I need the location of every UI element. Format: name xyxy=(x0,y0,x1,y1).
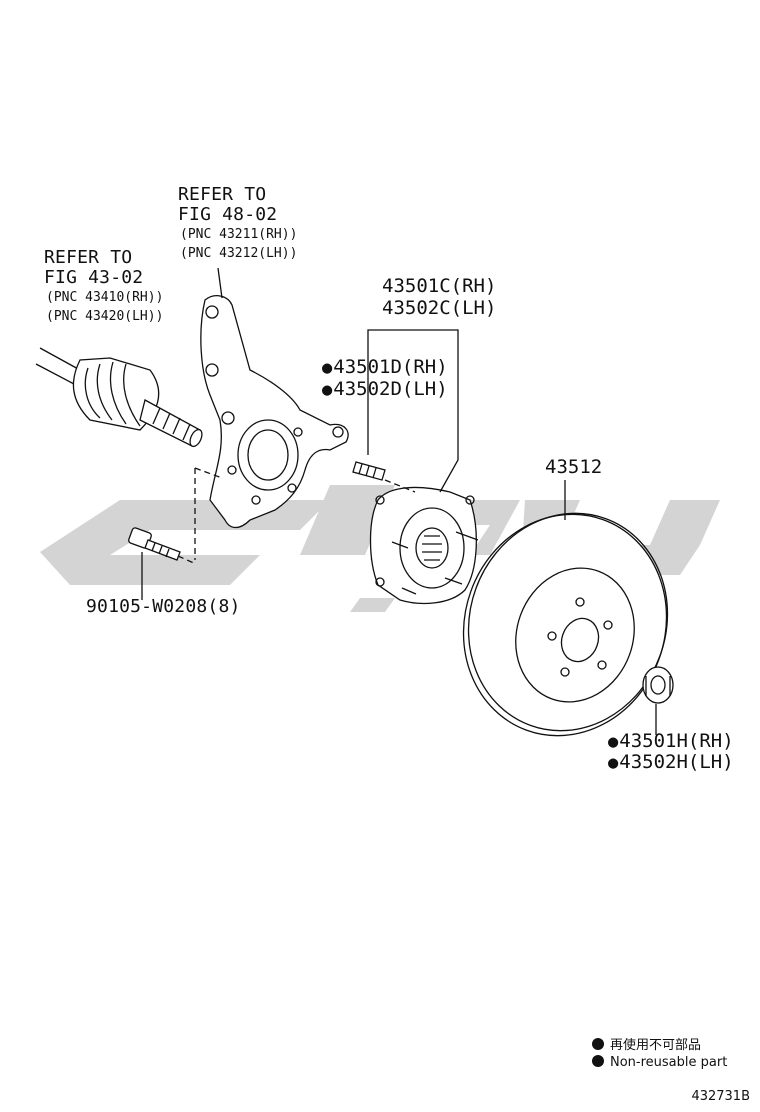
axle-hub xyxy=(369,486,479,605)
refer-knuckle-pnc-lh: (PNC 43212(LH)) xyxy=(180,246,298,261)
part-nut-rh: 43501H(RH) xyxy=(608,732,733,751)
part-bolt-rh: 43501D(RH) xyxy=(322,358,447,377)
part-knuckle-bolt: 90105-W0208(8) xyxy=(86,596,241,617)
legend-en-text: Non-reusable part xyxy=(610,1055,728,1070)
refer-driveshaft-pnc-rh: (PNC 43410(RH)) xyxy=(46,290,164,305)
legend-jp: 再使用不可部品 xyxy=(592,1034,701,1053)
bullet-icon xyxy=(592,1055,604,1067)
leader-lines xyxy=(141,267,657,735)
refer-driveshaft-line2: FIG 43-02 xyxy=(44,267,144,288)
hub-bolt xyxy=(352,461,386,481)
refer-knuckle-line1: REFER TO xyxy=(178,184,267,205)
line-art xyxy=(35,267,674,737)
part-disc: 43512 xyxy=(545,456,603,478)
refer-driveshaft-pnc-lh: (PNC 43420(LH)) xyxy=(46,309,164,324)
bullet-icon xyxy=(592,1038,604,1050)
guide-dashes xyxy=(177,467,416,565)
refer-knuckle-pnc-rh: (PNC 43211(RH)) xyxy=(180,227,298,242)
drive-shaft xyxy=(35,347,203,448)
knuckle-bolt xyxy=(128,527,181,561)
refer-knuckle-line2: FIG 48-02 xyxy=(178,204,278,225)
part-hub-rh: 43501C(RH) xyxy=(382,275,497,297)
steering-knuckle xyxy=(200,295,349,529)
figure-code: 432731B xyxy=(691,1089,750,1104)
disc-rotor xyxy=(462,512,669,737)
part-nut-lh: 43502H(LH) xyxy=(608,753,733,772)
part-bolt-lh: 43502D(LH) xyxy=(322,380,447,399)
hub-nut xyxy=(642,666,674,704)
part-hub-lh: 43502C(LH) xyxy=(382,297,497,319)
refer-driveshaft-line1: REFER TO xyxy=(44,247,133,268)
legend-en: Non-reusable part xyxy=(592,1055,727,1070)
legend-jp-text: 再使用不可部品 xyxy=(610,1038,702,1053)
